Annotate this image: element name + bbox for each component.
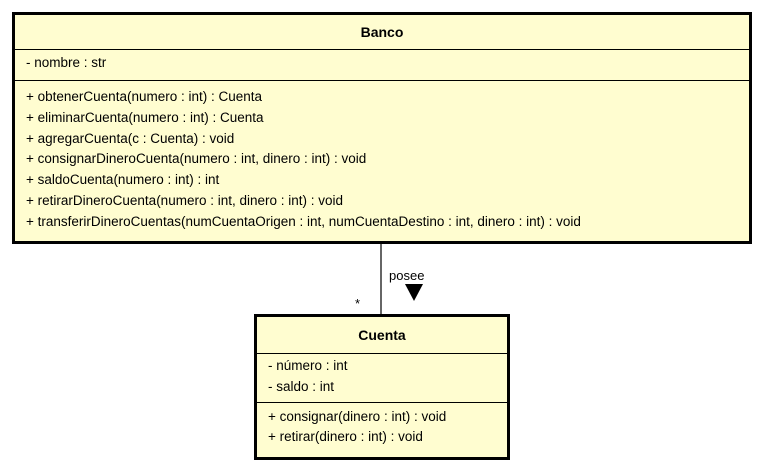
operation: + obtenerCuenta(numero : int) : Cuenta <box>26 89 263 104</box>
operation: + consignarDineroCuenta(numero : int, di… <box>26 151 367 167</box>
attribute: - número : int <box>268 358 348 373</box>
operation: + consignar(dinero : int) : void <box>268 408 447 424</box>
direction-triangle-icon <box>405 284 423 301</box>
operation: + retirar(dinero : int) : void <box>268 429 423 445</box>
multiplicity-label: * <box>355 296 361 311</box>
operation: + transferirDineroCuentas(numCuentaOrige… <box>26 213 581 229</box>
attributes-section: - número : int - saldo : int <box>257 354 507 402</box>
class-name: Banco <box>15 15 749 50</box>
attribute: - nombre : str <box>26 55 107 70</box>
operations-section: + consignar(dinero : int) : void + retir… <box>257 401 507 455</box>
attribute: - saldo : int <box>268 378 335 394</box>
operation: + saldoCuenta(numero : int) : int <box>26 172 220 188</box>
class-cuenta: Cuenta - número : int - saldo : int + co… <box>254 314 510 460</box>
operations-section: + obtenerCuenta(numero : int) : Cuenta +… <box>15 80 749 239</box>
operation: + agregarCuenta(c : Cuenta) : void <box>26 130 235 146</box>
operation: + retirarDineroCuenta(numero : int, dine… <box>26 192 344 208</box>
operation: + eliminarCuenta(numero : int) : Cuenta <box>26 109 264 125</box>
class-banco: Banco - nombre : str + obtenerCuenta(num… <box>12 12 752 244</box>
association-label: posee <box>389 268 425 283</box>
class-name: Cuenta <box>257 317 507 354</box>
attributes-section: - nombre : str <box>15 50 749 80</box>
